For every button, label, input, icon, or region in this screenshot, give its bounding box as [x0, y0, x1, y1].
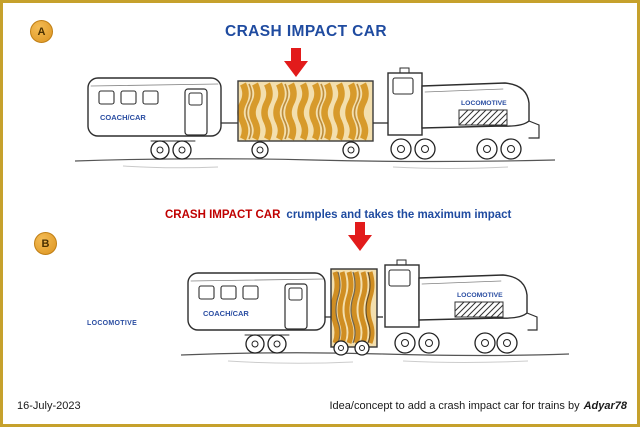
- wheel-icon: [476, 138, 498, 160]
- crash-impact-car-drawing-a: [237, 80, 388, 159]
- coach-door: [184, 88, 208, 136]
- wheel-icon: [150, 140, 170, 160]
- footer-credit: Idea/concept to add a crash impact car f…: [330, 400, 628, 412]
- loco-cab-window: [392, 77, 414, 95]
- panel-a-badge-label: A: [37, 25, 46, 38]
- coach-door-window: [288, 287, 303, 301]
- train-drawing-a: COACH/CAR: [74, 67, 556, 169]
- panel-b-heading-rest: crumples and takes the maximum impact: [286, 209, 512, 221]
- coach-body-a: [87, 77, 222, 137]
- coach-car-label-a: COACH/CAR: [100, 113, 146, 122]
- coach-window: [120, 90, 137, 105]
- coach-door: [284, 283, 308, 330]
- left-locomotive-label: LOCOMOTIVE: [87, 320, 138, 327]
- wheel-icon: [342, 141, 360, 159]
- panel-a-badge: A: [30, 20, 53, 43]
- wheel-icon: [333, 340, 349, 356]
- ground-line-b: [180, 352, 570, 364]
- train-drawing-b: COACH/CAR: [180, 259, 570, 364]
- footer-credit-author: Adyar78: [583, 400, 627, 412]
- down-arrow-shape: [348, 222, 372, 251]
- panel-b-badge: B: [34, 232, 57, 255]
- locomotive-drawing-a: LOCOMOTIVE: [387, 67, 540, 160]
- wheel-icon: [251, 141, 269, 159]
- wheel-icon: [354, 340, 370, 356]
- coach-car-drawing-b: COACH/CAR: [187, 272, 332, 354]
- footer-credit-text: Idea/concept to add a crash impact car f…: [329, 400, 580, 412]
- corrugation-stripes-a: [237, 82, 369, 141]
- down-arrow-shape: [284, 48, 308, 77]
- loco-pilot-b: [526, 312, 538, 331]
- hatch-lines: [458, 109, 508, 126]
- wheel-icon: [267, 334, 287, 354]
- locomotive-label-b: LOCOMOTIVE: [457, 292, 503, 299]
- coach-window: [220, 285, 237, 300]
- hatch-lines: [454, 301, 504, 318]
- coach-car-label-b: COACH/CAR: [203, 309, 249, 318]
- ground-line-a: [74, 158, 556, 169]
- coach-window: [98, 90, 115, 105]
- wheel-icon: [172, 140, 192, 160]
- coach-car-drawing-a: COACH/CAR: [87, 77, 239, 160]
- footer-date: 16-July-2023: [17, 400, 81, 412]
- loco-cab-b: [384, 264, 420, 328]
- panel-b-heading-highlight: CRASH IMPACT CAR: [165, 209, 281, 221]
- coach-window: [242, 285, 259, 300]
- locomotive-drawing-b: LOCOMOTIVE: [384, 259, 538, 354]
- wheel-icon: [414, 138, 436, 160]
- wheel-icon: [496, 332, 518, 354]
- coach-window: [142, 90, 159, 105]
- wheel-icon: [474, 332, 496, 354]
- loco-cab-window: [388, 269, 411, 287]
- loco-pilot-a: [528, 120, 540, 139]
- wheel-icon: [418, 332, 440, 354]
- loco-horn: [396, 259, 407, 266]
- coach-door-window: [188, 92, 203, 106]
- wheel-icon: [390, 138, 412, 160]
- crumpled-impact-car-drawing: [330, 268, 383, 356]
- corrugation-stripes-b: [330, 271, 375, 344]
- panel-b-heading: CRASH IMPACT CAR crumples and takes the m…: [165, 209, 511, 221]
- panel-a-title: CRASH IMPACT CAR: [225, 23, 387, 40]
- coach-window: [198, 285, 215, 300]
- impact-car-outline-b: [330, 268, 378, 348]
- impact-car-outline-a: [237, 80, 374, 142]
- locomotive-label-a: LOCOMOTIVE: [461, 100, 507, 107]
- down-arrow-icon: [284, 48, 308, 77]
- down-arrow-icon: [348, 222, 372, 251]
- loco-horn: [399, 67, 410, 74]
- wheel-icon: [394, 332, 416, 354]
- wheel-icon: [500, 138, 522, 160]
- coach-body-b: [187, 272, 326, 331]
- wheel-icon: [245, 334, 265, 354]
- panel-b-badge-label: B: [41, 237, 50, 250]
- loco-cab-a: [387, 72, 423, 136]
